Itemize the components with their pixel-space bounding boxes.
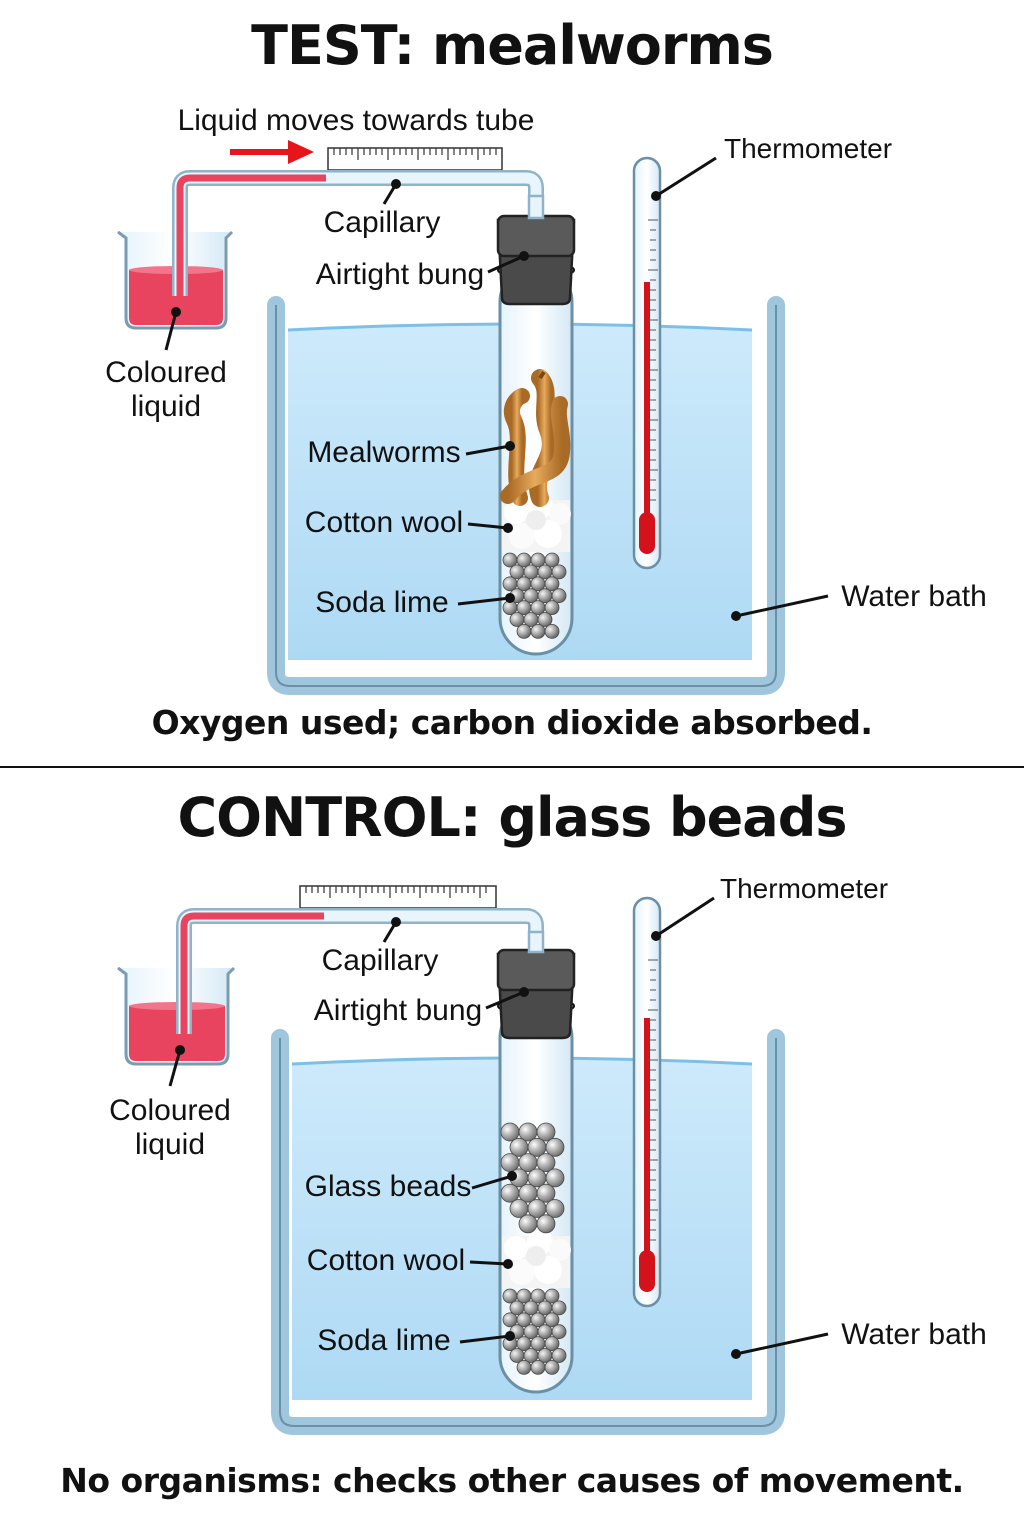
control-label-airtight-bung: Airtight bung xyxy=(314,994,482,1027)
control-label-soda-lime: Soda lime xyxy=(317,1324,450,1357)
test-label-airtight-bung: Airtight bung xyxy=(316,258,484,291)
test-label-cotton-wool: Cotton wool xyxy=(305,506,463,539)
control-capillary-scale xyxy=(299,885,497,909)
test-label-coloured-liquid-line1: Coloured xyxy=(105,356,227,389)
control-label-glass-beads: Glass beads xyxy=(305,1170,472,1203)
test-label-capillary: Capillary xyxy=(324,206,441,239)
soda-lime-granule xyxy=(516,624,532,639)
test-soda-lime-granules xyxy=(502,552,567,639)
test-labels: Thermometer Capillary Airtight bung Colo… xyxy=(105,133,987,621)
control-thermometer xyxy=(632,896,662,1308)
test-label-soda-lime: Soda lime xyxy=(315,586,448,619)
glass-bead xyxy=(536,1153,556,1172)
soda-lime-granule xyxy=(551,588,567,604)
soda-lime-granule xyxy=(544,1360,560,1375)
control-title: CONTROL: glass beads xyxy=(177,786,846,849)
control-label-cotton-wool: Cotton wool xyxy=(307,1244,465,1277)
glass-bead xyxy=(545,1137,565,1157)
control-label-coloured-liquid-line1: Coloured xyxy=(109,1094,231,1127)
control-cotton-wool xyxy=(502,1229,571,1288)
soda-lime-granule xyxy=(551,564,567,580)
soda-lime-granule xyxy=(544,552,560,568)
test-label-coloured-liquid-line2: liquid xyxy=(131,390,201,423)
soda-lime-granule xyxy=(530,624,546,639)
test-caption: Oxygen used; carbon dioxide absorbed. xyxy=(152,703,873,742)
soda-lime-granule xyxy=(544,1336,560,1351)
control-label-water-bath: Water bath xyxy=(841,1318,987,1351)
test-cotton-wool xyxy=(502,493,571,552)
test-label-thermometer: Thermometer xyxy=(724,133,892,164)
soda-lime-granule xyxy=(516,1360,532,1375)
test-airtight-bung xyxy=(496,194,576,306)
control-soda-lime-granules xyxy=(502,1288,567,1375)
test-direction-arrow-icon xyxy=(230,140,314,164)
soda-lime-granule xyxy=(544,624,560,639)
glass-bead xyxy=(536,1122,556,1142)
soda-lime-granule xyxy=(530,1360,546,1375)
soda-lime-granule xyxy=(551,1348,567,1363)
control-panel: CONTROL: glass beads xyxy=(60,786,987,1500)
glass-bead xyxy=(545,1168,565,1188)
soda-lime-granule xyxy=(544,1288,560,1304)
test-label-water-bath: Water bath xyxy=(841,580,987,613)
control-labels: Thermometer Capillary Airtight bung Colo… xyxy=(109,873,987,1359)
control-glass-beads xyxy=(500,1122,565,1234)
test-boiling-tube xyxy=(496,194,576,656)
control-label-thermometer: Thermometer xyxy=(720,873,888,904)
soda-lime-granule xyxy=(544,1312,560,1328)
glass-bead xyxy=(518,1214,538,1234)
test-arrow-label: Liquid moves towards tube xyxy=(178,104,535,137)
control-caption: No organisms: checks other causes of mov… xyxy=(60,1461,963,1500)
soda-lime-granule xyxy=(551,1300,567,1316)
soda-lime-granule xyxy=(537,612,553,627)
soda-lime-granule xyxy=(551,1324,567,1340)
soda-lime-granule xyxy=(544,600,560,615)
control-boiling-tube xyxy=(496,930,576,1394)
test-mealworms xyxy=(500,369,571,507)
test-title: TEST: mealworms xyxy=(251,14,773,77)
glass-bead xyxy=(536,1214,556,1234)
control-airtight-bung xyxy=(496,930,576,1040)
control-capillary-tube xyxy=(176,908,544,1034)
test-thermometer xyxy=(632,156,662,570)
control-label-capillary: Capillary xyxy=(322,944,439,977)
glass-bead xyxy=(536,1183,556,1203)
test-panel: TEST: mealworms Liquid moves towards tub… xyxy=(105,14,987,742)
test-label-mealworms: Mealworms xyxy=(307,436,460,469)
soda-lime-granule xyxy=(544,576,560,592)
test-capillary-tube xyxy=(172,170,544,296)
test-capillary-scale xyxy=(327,147,503,171)
control-label-coloured-liquid-line2: liquid xyxy=(135,1128,205,1161)
glass-bead xyxy=(545,1199,565,1218)
